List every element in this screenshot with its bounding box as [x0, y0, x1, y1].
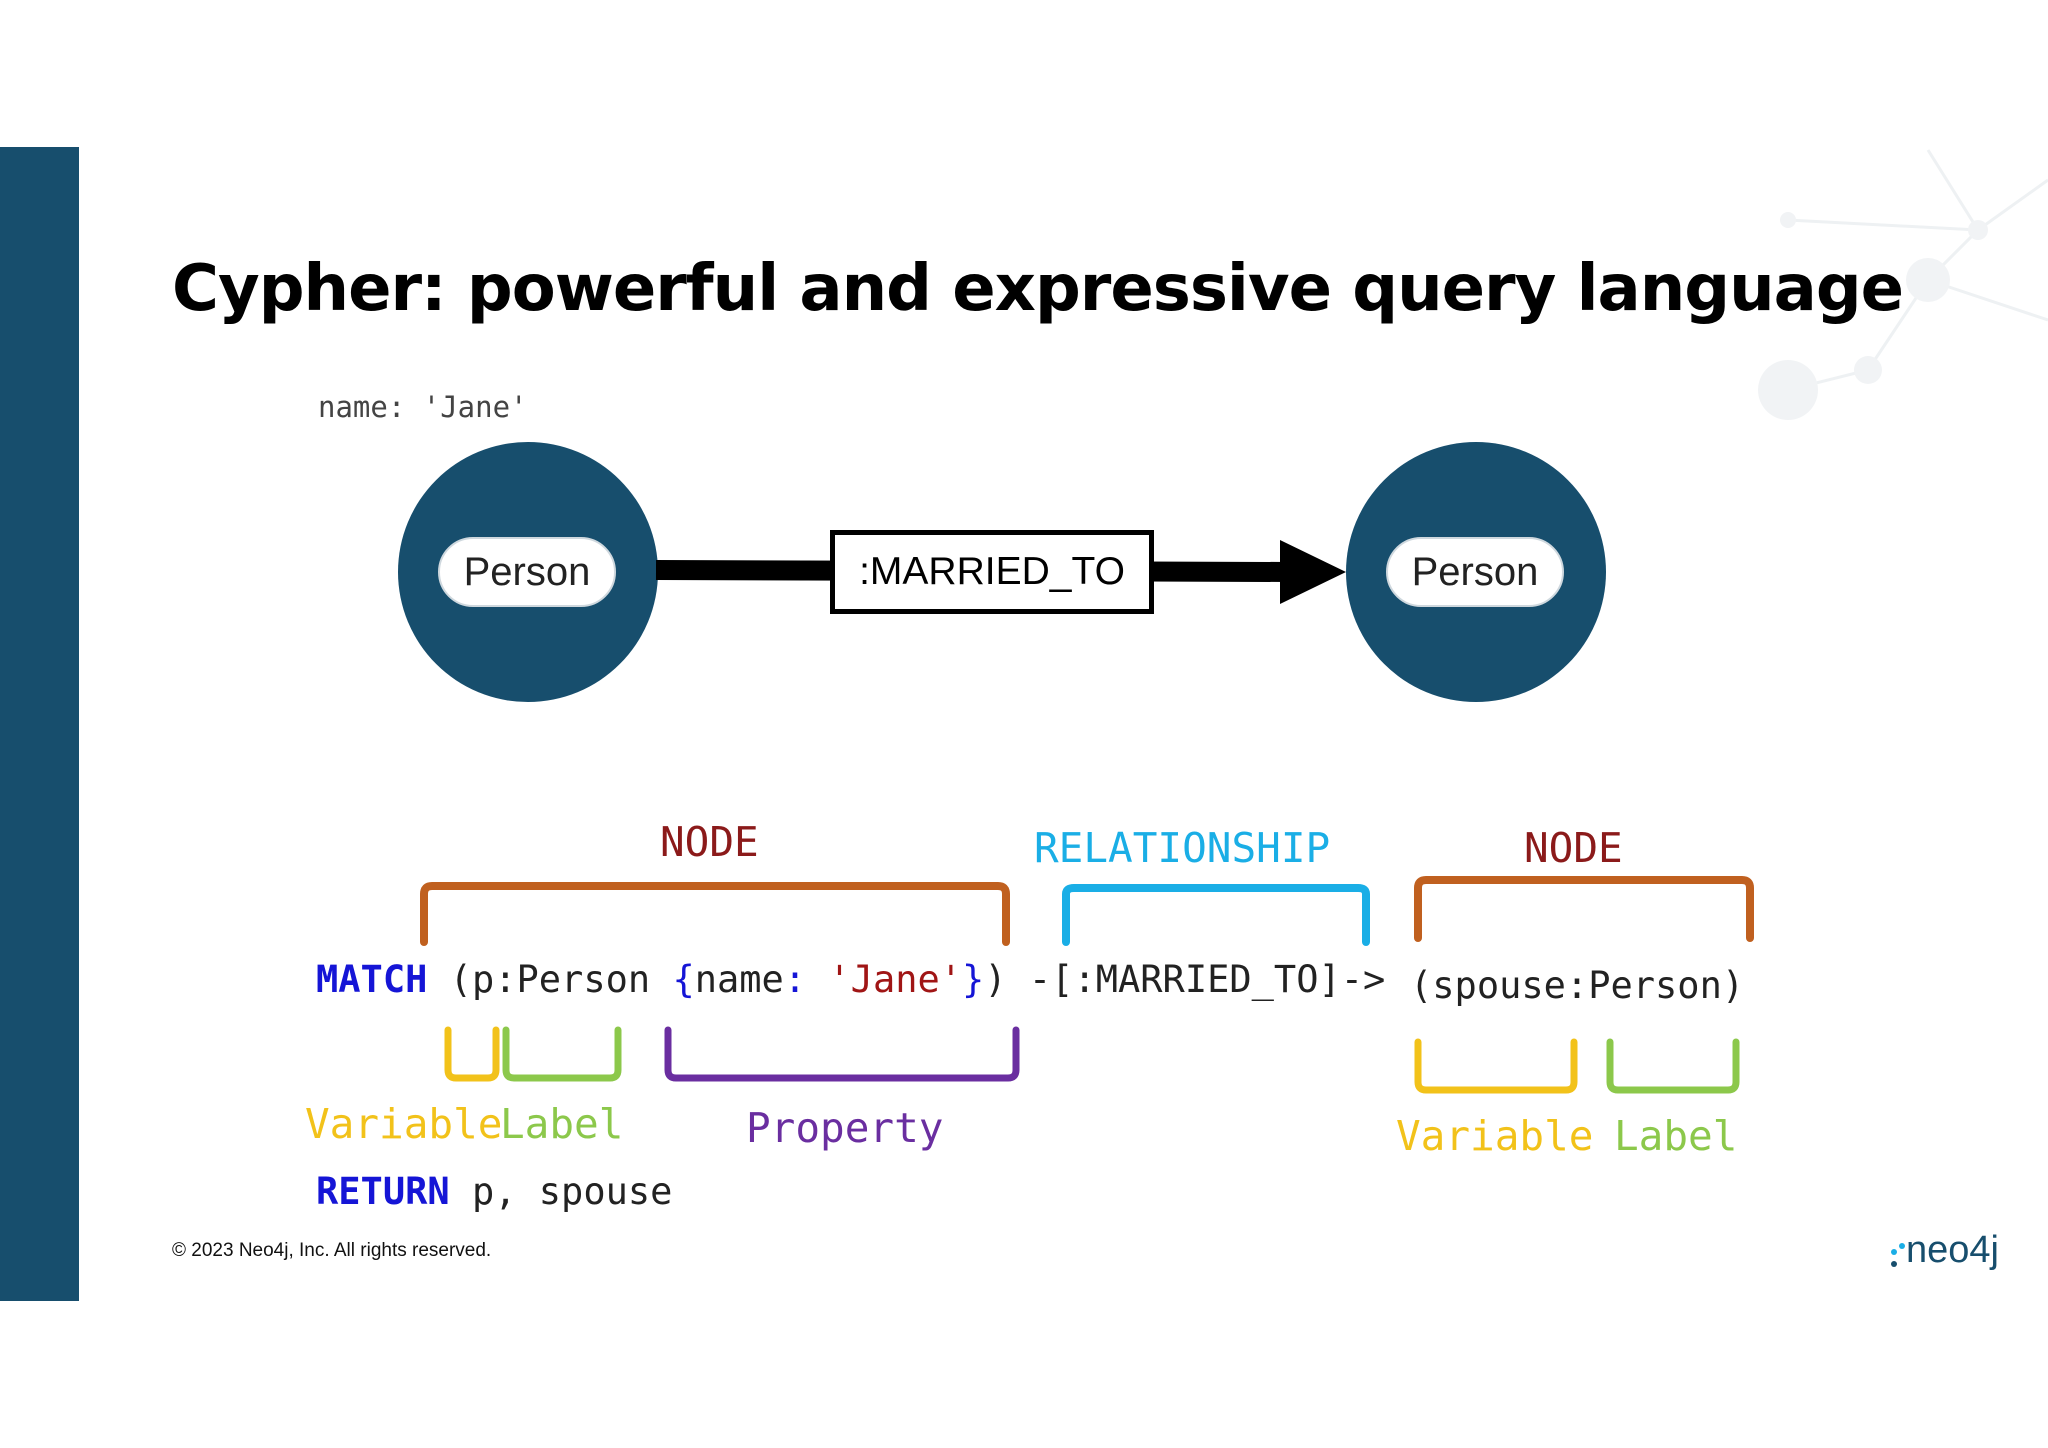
- return-clause: RETURN p, spouse: [316, 1170, 672, 1213]
- label-bracket-right: [1606, 1038, 1740, 1094]
- node-annotation-right: NODE: [1524, 824, 1623, 872]
- node-bracket-left: [420, 882, 1010, 946]
- variable-annotation-right: Variable: [1396, 1112, 1594, 1160]
- sidebar-accent: [0, 147, 79, 1301]
- relationship-annotation: RELATIONSHIP: [1034, 824, 1331, 872]
- property-value: 'Jane': [828, 958, 963, 1001]
- variable-annotation-left: Variable: [305, 1100, 503, 1148]
- relationship-bracket: [1062, 884, 1370, 946]
- variable-bracket-right: [1414, 1038, 1578, 1094]
- node-pattern-end: ): [984, 958, 1007, 1001]
- spouse-node-pattern: (spouse:Person): [1410, 964, 1745, 1007]
- node-annotation-left: NODE: [660, 818, 759, 866]
- match-keyword: MATCH: [316, 958, 428, 1001]
- relationship-pattern: -[:MARRIED_TO]->: [1028, 958, 1386, 1001]
- neo4j-logo: neo4j: [1888, 1222, 2018, 1279]
- return-keyword: RETURN: [316, 1170, 450, 1213]
- person-label-right: Person: [1386, 537, 1564, 607]
- label-annotation-right: Label: [1614, 1112, 1738, 1160]
- property-key: name: [694, 958, 784, 1001]
- match-clause: MATCH (p:Person {name: 'Jane'}) -[:MARRI…: [316, 958, 1385, 1001]
- network-decoration: [1758, 149, 2048, 420]
- label-bracket-left: [502, 1026, 622, 1082]
- property-annotation: Property: [746, 1104, 944, 1152]
- label-annotation-left: Label: [500, 1100, 624, 1148]
- variable-bracket-left: [444, 1026, 500, 1082]
- slide-title: Cypher: powerful and expressive query la…: [172, 252, 1904, 326]
- neo4j-logo-icon: neo4j: [1891, 1229, 1999, 1271]
- node-pattern-start: (p:Person: [449, 958, 673, 1001]
- brace-close: }: [962, 958, 985, 1001]
- person-label-left: Person: [438, 537, 616, 607]
- return-items: p, spouse: [471, 1170, 673, 1213]
- copyright-text: © 2023 Neo4j, Inc. All rights reserved.: [172, 1240, 492, 1261]
- brace-open: {: [672, 958, 695, 1001]
- logo-text: neo4j: [1906, 1229, 1999, 1271]
- property-bracket: [664, 1026, 1020, 1082]
- node-bracket-right: [1414, 876, 1754, 942]
- arrow-head-icon: [1280, 540, 1346, 604]
- property-colon: :: [783, 958, 829, 1001]
- property-note: name: 'Jane': [318, 390, 528, 424]
- relationship-label: :MARRIED_TO: [830, 530, 1154, 614]
